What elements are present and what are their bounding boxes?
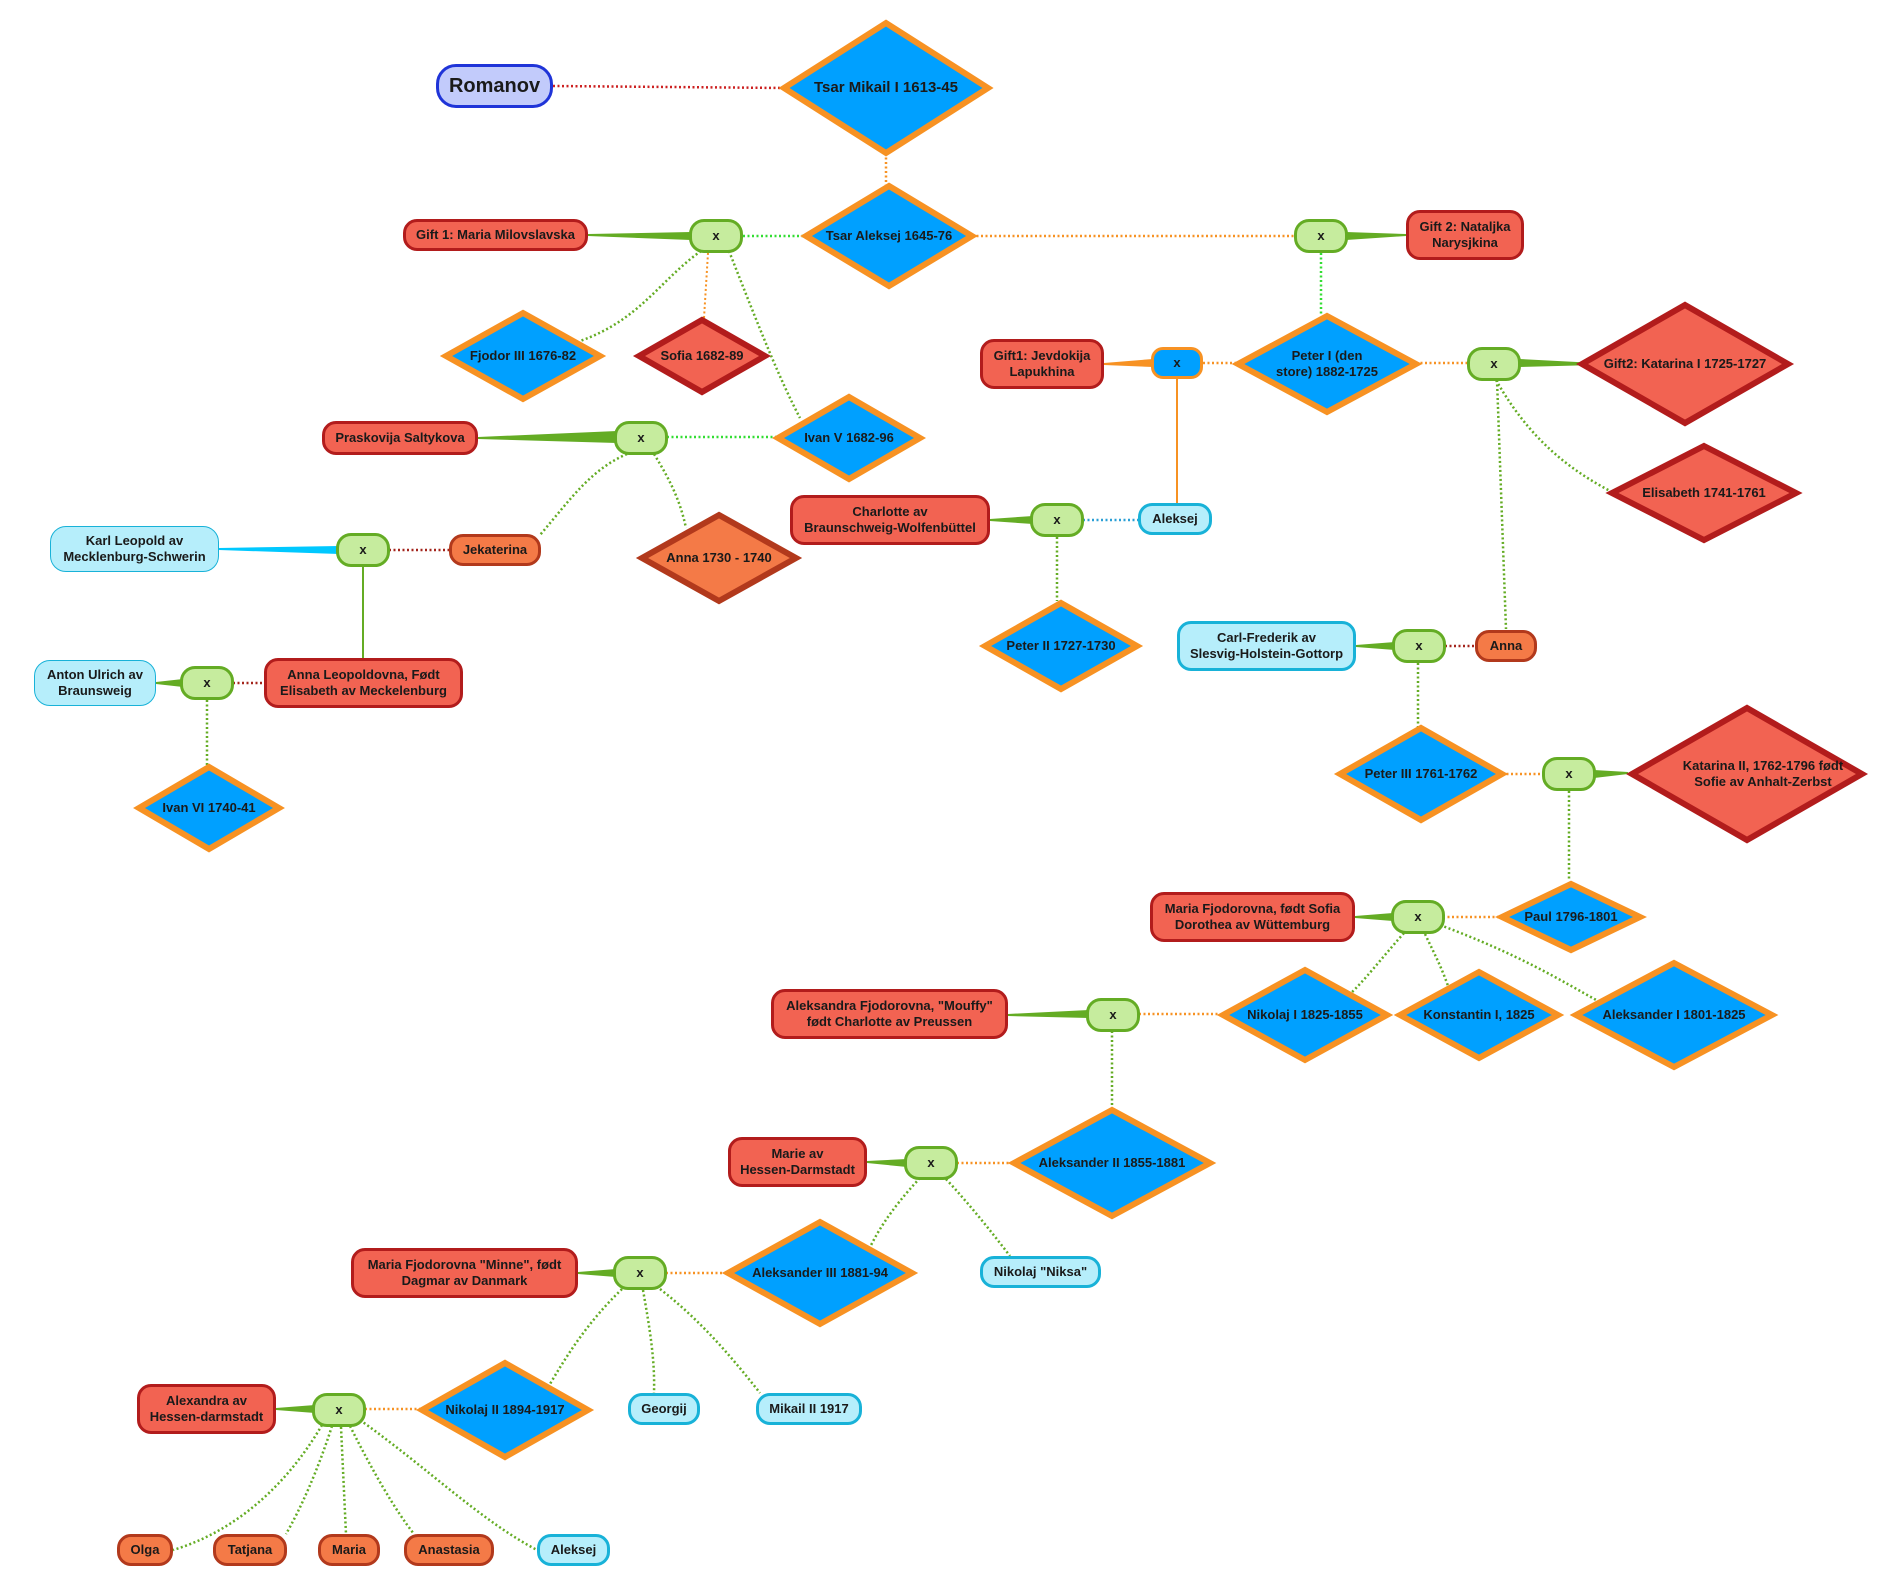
- edge-x-konstantin: [1423, 933, 1452, 993]
- node-marie-hessen[interactable]: Marie av Hessen-Darmstadt: [728, 1137, 867, 1187]
- marriage-node-aleksej-peter[interactable]: x: [1030, 503, 1084, 537]
- edge-title-mikail: [552, 84, 787, 90]
- edge-x1-ivan: [727, 250, 802, 419]
- node-tatjana[interactable]: Tatjana: [213, 1534, 287, 1566]
- diamond-tsar-mikail[interactable]: [778, 19, 994, 157]
- edge-x-nikolaj-ii: [548, 1288, 623, 1385]
- marriage-link-anton: [156, 679, 183, 687]
- edge-x-olga: [172, 1424, 324, 1552]
- node-aleksej-peter[interactable]: Aleksej: [1138, 503, 1212, 535]
- marriage-node-peter-2[interactable]: x: [1467, 347, 1521, 381]
- diamond-sofia[interactable]: [632, 316, 772, 396]
- diamond-paul[interactable]: [1495, 880, 1647, 954]
- node-gift2-nataljka[interactable]: Gift 2: Nataljka Narysjkina: [1406, 210, 1524, 260]
- diamond-aleksander-i[interactable]: [1569, 959, 1779, 1071]
- marriage-link-charlotte: [990, 516, 1033, 524]
- node-maria-fjodorovna-paul[interactable]: Maria Fjodorovna, født Sofia Dorothea av…: [1150, 892, 1355, 942]
- diamond-konstantin-i[interactable]: [1393, 968, 1565, 1062]
- node-jekaterina[interactable]: Jekaterina: [449, 534, 541, 566]
- marriage-link-katarina: [1518, 359, 1597, 367]
- marriage-link-marie: [866, 1159, 908, 1167]
- edge-x-georgij: [641, 1289, 656, 1394]
- marriage-node-aleksej-2[interactable]: x: [1294, 219, 1348, 253]
- edge-x-tatjana: [284, 1425, 334, 1535]
- diamond-fjodor-iii[interactable]: [439, 309, 607, 403]
- diamond-peter-i[interactable]: [1231, 312, 1423, 416]
- diamond-katarina-i[interactable]: [1575, 301, 1795, 427]
- diamond-nikolaj-ii[interactable]: [415, 1359, 595, 1461]
- edge-x1-fjodor: [579, 249, 702, 343]
- diamond-aleksander-iii[interactable]: [721, 1218, 919, 1328]
- marriage-link-nataljka: [1345, 232, 1407, 240]
- marriage-link-katarina-ii: [1593, 770, 1629, 778]
- edge-x2-anna: [1495, 379, 1508, 630]
- marriage-node-aleksander-ii[interactable]: x: [904, 1146, 958, 1180]
- marriage-link-maria: [587, 232, 692, 240]
- node-maria-fjodorovna-minne[interactable]: Maria Fjodorovna "Minne", født Dagmar av…: [351, 1248, 578, 1298]
- title-romanov[interactable]: Romanov: [436, 64, 553, 108]
- marriage-node-ivan-v[interactable]: x: [614, 421, 668, 455]
- marriage-link-minne: [578, 1269, 616, 1277]
- node-anna-leopoldovna[interactable]: Anna Leopoldovna, Født Elisabeth av Meck…: [264, 658, 463, 708]
- edge-x-anna1730: [652, 453, 688, 529]
- diamond-aleksander-ii[interactable]: [1007, 1106, 1217, 1220]
- node-anastasia[interactable]: Anastasia: [404, 1534, 494, 1566]
- node-gift1-maria[interactable]: Gift 1: Maria Milovslavska: [403, 219, 588, 251]
- diamond-nikolaj-i[interactable]: [1216, 966, 1394, 1064]
- diamond-ivan-v[interactable]: [772, 393, 926, 483]
- node-praskovija[interactable]: Praskovija Saltykova: [322, 421, 478, 455]
- marriage-node-paul[interactable]: x: [1391, 900, 1445, 934]
- marriage-node-anna-leopoldovna[interactable]: x: [180, 666, 234, 700]
- marriage-link-jevdokija: [1103, 359, 1154, 367]
- marriage-node-anna-peter[interactable]: x: [1392, 629, 1446, 663]
- marriage-link-karl: [218, 546, 340, 554]
- edge-x2-elisabeth: [1494, 379, 1613, 494]
- diamond-peter-iii[interactable]: [1333, 724, 1509, 824]
- edge-x-aleksander-i: [1439, 923, 1599, 1003]
- node-aleksandra-fjodorovna[interactable]: Aleksandra Fjodorovna, "Mouffy" født Cha…: [771, 989, 1008, 1039]
- marriage-link-alexandra: [276, 1405, 315, 1413]
- marriage-link-aleksandra: [1007, 1010, 1090, 1018]
- marriage-node-peter-1[interactable]: x: [1151, 347, 1203, 379]
- edge-x1-sofia: [703, 252, 709, 319]
- node-anton-ulrich[interactable]: Anton Ulrich av Braunsweig: [34, 660, 156, 706]
- node-olga[interactable]: Olga: [117, 1534, 173, 1566]
- diamond-katarina-ii[interactable]: [1625, 704, 1869, 844]
- node-carl-frederik[interactable]: Carl-Frederik av Slesvig-Holstein-Gottor…: [1177, 621, 1356, 671]
- marriage-node-peter-iii[interactable]: x: [1542, 757, 1596, 791]
- edge-x-aleksej: [359, 1418, 538, 1552]
- marriage-node-aleksej-1[interactable]: x: [689, 219, 743, 253]
- edge-x-mikail-ii: [659, 1288, 761, 1394]
- node-jevdokija[interactable]: Gift1: Jevdokija Lapukhina: [980, 339, 1104, 389]
- diamond-ivan-vi[interactable]: [133, 763, 285, 853]
- node-karl-leopold[interactable]: Karl Leopold av Mecklenburg-Schwerin: [50, 526, 219, 572]
- node-charlotte[interactable]: Charlotte av Braunschweig-Wolfenbüttel: [790, 495, 990, 545]
- marriage-node-nikolaj-i[interactable]: x: [1086, 998, 1140, 1032]
- marriage-node-aleksander-iii[interactable]: x: [613, 1256, 667, 1290]
- node-anna-peter[interactable]: Anna: [1475, 630, 1537, 662]
- marriage-link-maria-paul: [1355, 913, 1393, 921]
- node-mikail-ii[interactable]: Mikail II 1917: [756, 1393, 862, 1425]
- node-nikolaj-niksa[interactable]: Nikolaj "Niksa": [980, 1256, 1101, 1288]
- marriage-link-carl: [1356, 642, 1395, 650]
- marriage-node-jekaterina[interactable]: x: [336, 533, 390, 567]
- node-alexandra-hessen[interactable]: Alexandra av Hessen-darmstadt: [137, 1384, 276, 1434]
- node-georgij[interactable]: Georgij: [628, 1393, 700, 1425]
- node-maria[interactable]: Maria: [318, 1534, 380, 1566]
- diamond-tsar-aleksej[interactable]: [800, 182, 978, 290]
- marriage-node-nikolaj-ii[interactable]: x: [312, 1393, 366, 1427]
- diamond-peter-ii[interactable]: [978, 599, 1144, 693]
- edge-x-niksa: [945, 1178, 1011, 1257]
- diamond-anna-1730[interactable]: [635, 511, 803, 605]
- marriage-link-praskovija: [477, 431, 618, 443]
- diamond-elisabeth[interactable]: [1605, 442, 1803, 544]
- edge-x-aleksander-iii: [864, 1177, 921, 1257]
- node-aleksej-nikolaj[interactable]: Aleksej: [537, 1534, 610, 1566]
- edge-x-nikolaj-i: [1349, 932, 1405, 995]
